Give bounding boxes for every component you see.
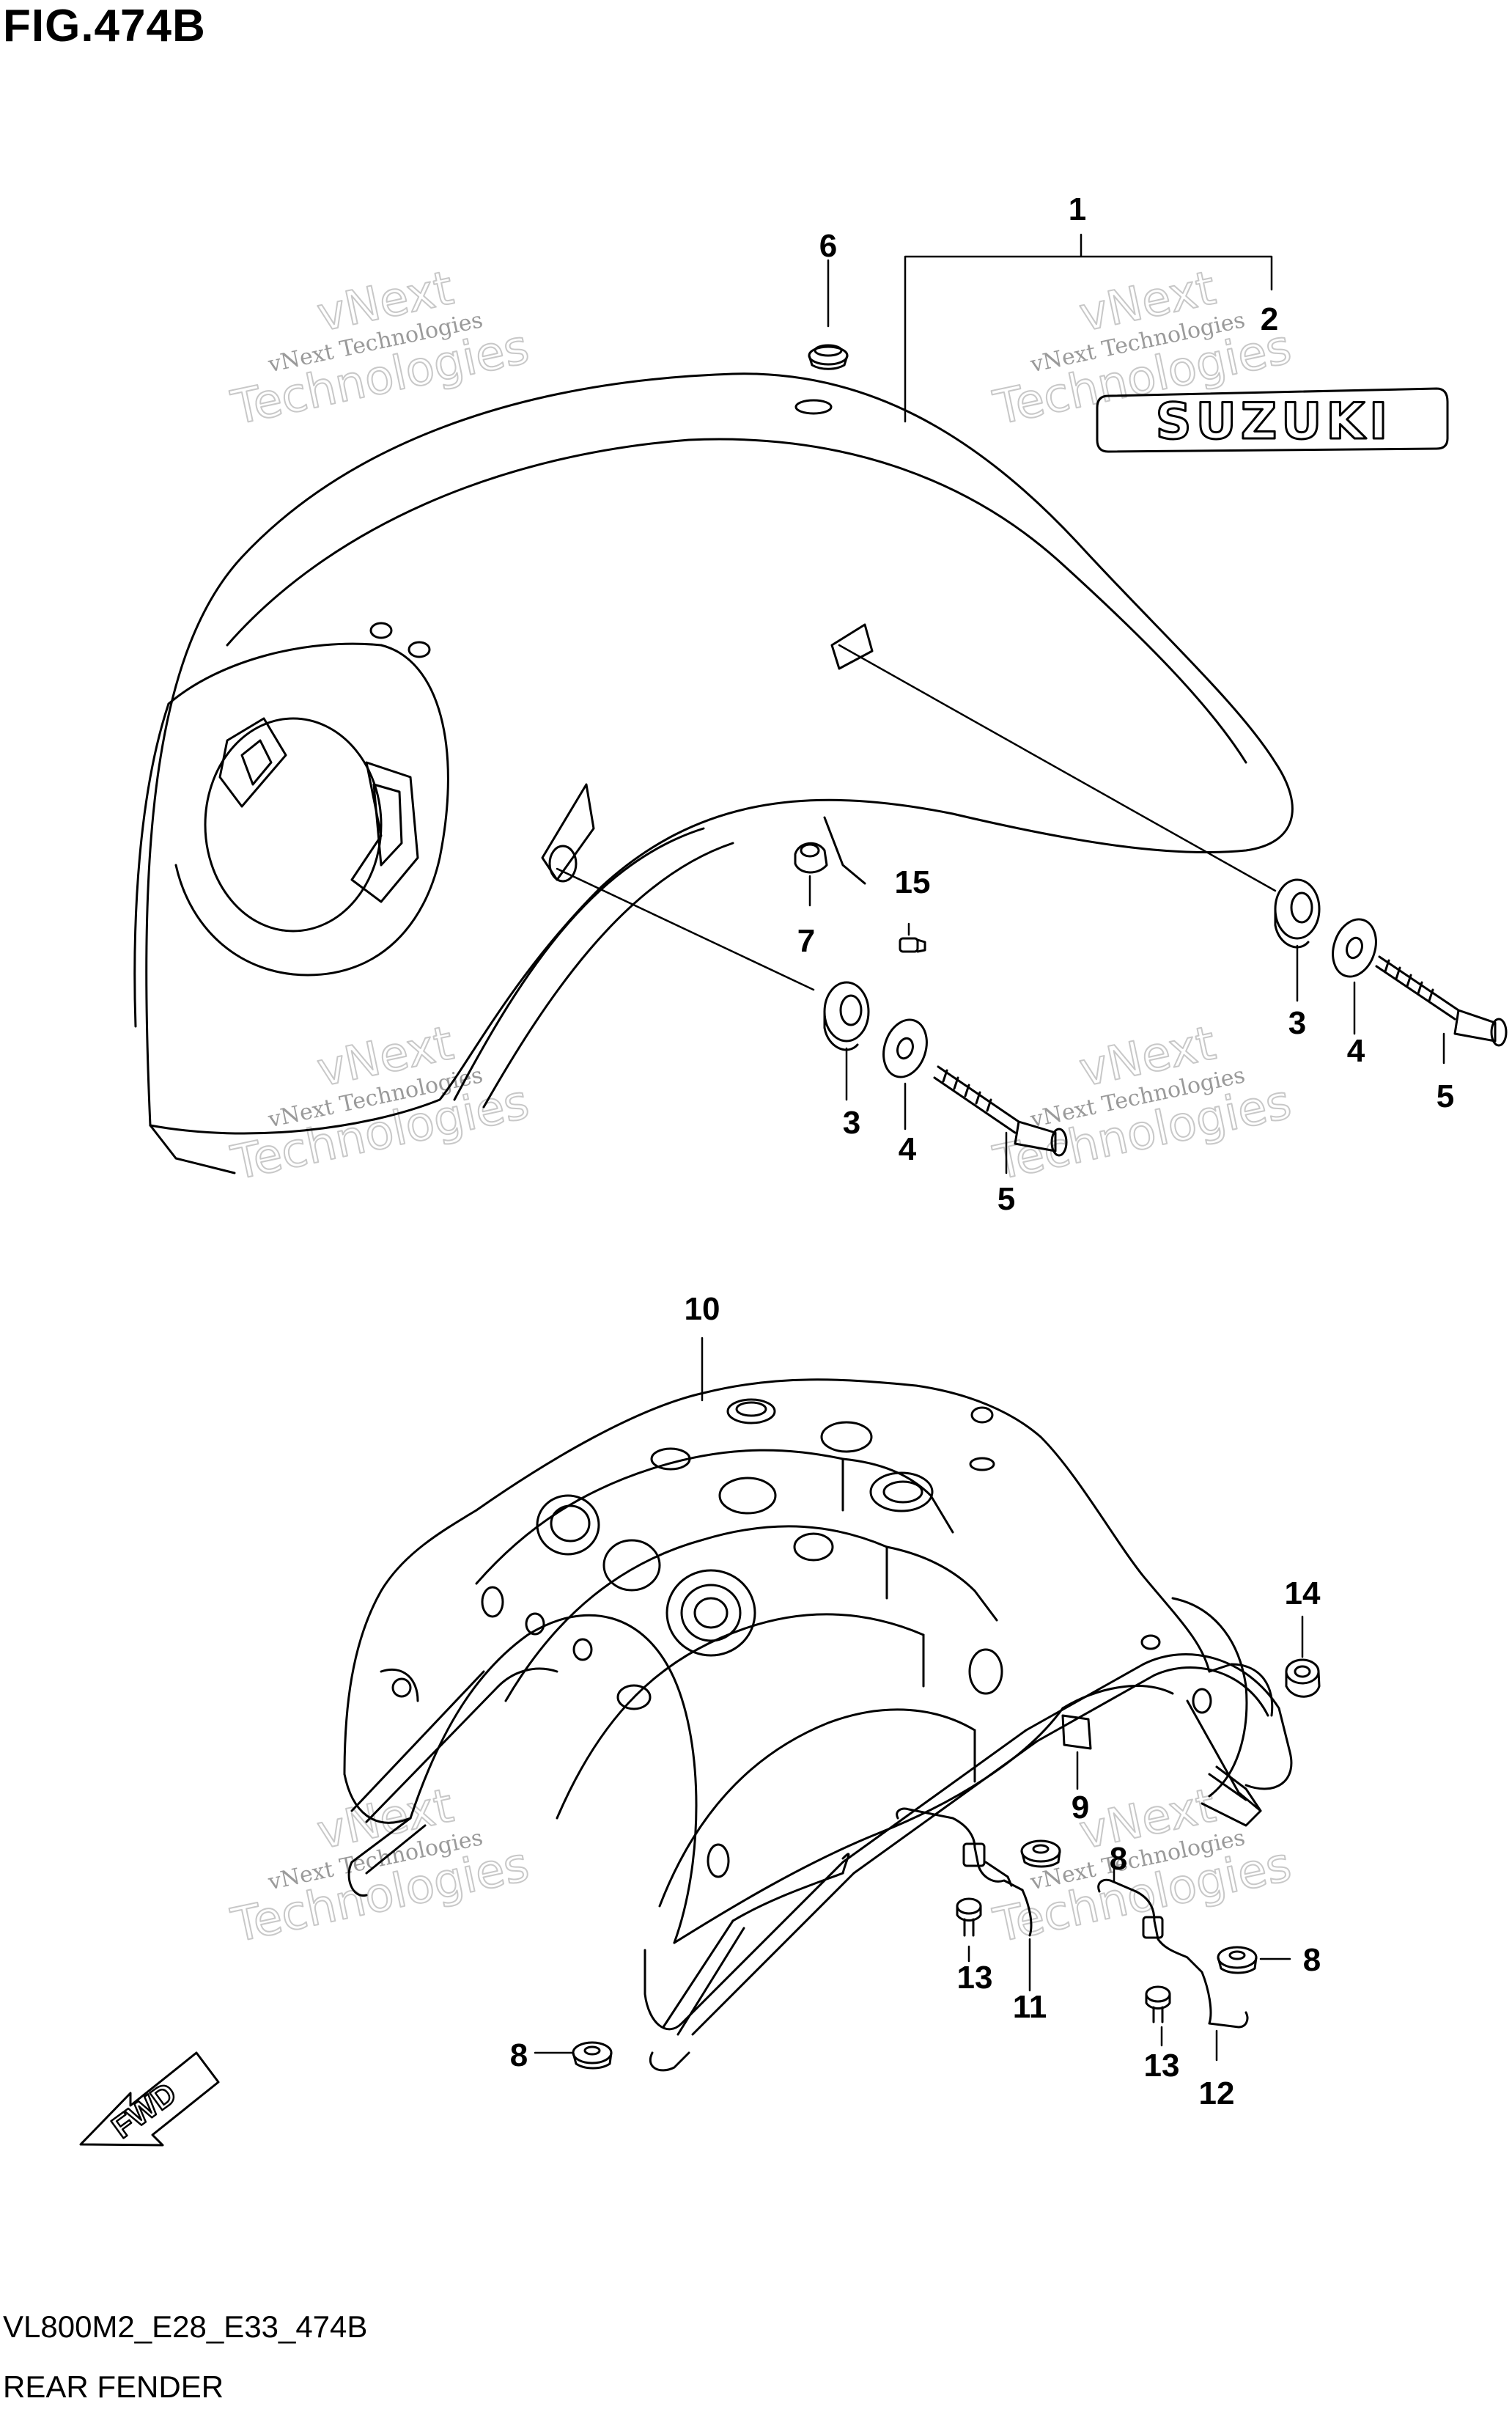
nut-part-14 <box>1285 1658 1321 1698</box>
bolt-part-5-right <box>1375 955 1508 1047</box>
callout-9: 9 <box>1072 1790 1089 1826</box>
cushion-part-3-right <box>1274 878 1321 949</box>
callout-6: 6 <box>819 228 837 264</box>
callout-1: 1 <box>1069 191 1086 227</box>
diagram-code: VL800M2_E28_E33_474B <box>3 2309 368 2344</box>
callout-3-left: 3 <box>843 1105 860 1141</box>
washer-part-4-right <box>1332 918 1377 978</box>
callout-8-center: 8 <box>1110 1841 1127 1877</box>
bolt-part-13-left <box>956 1897 982 1937</box>
leader-lines-lower <box>534 1337 1304 2062</box>
callout-3-right: 3 <box>1288 1005 1306 1041</box>
bolt-part-15 <box>899 937 926 953</box>
forward-direction-arrow: FWD <box>79 2051 220 2147</box>
callout-11: 11 <box>1013 1989 1047 2025</box>
grommet-part-6 <box>808 344 849 370</box>
figure-title: FIG.474B <box>3 1 206 51</box>
suzuki-emblem-part-2: SUZUKI <box>1096 387 1449 453</box>
callout-13-right: 13 <box>1144 2048 1180 2084</box>
callout-15: 15 <box>895 864 931 900</box>
bracket-part-11 <box>896 1807 1033 1937</box>
diagram-caption: REAR FENDER <box>3 2369 224 2404</box>
collar-part-7 <box>794 842 828 874</box>
callout-7: 7 <box>797 923 815 959</box>
leader-lines-parts <box>845 944 1445 1174</box>
callout-14: 14 <box>1285 1576 1321 1611</box>
callout-10: 10 <box>685 1291 720 1327</box>
callout-12: 12 <box>1199 2075 1235 2111</box>
label-part-9 <box>1061 1714 1092 1750</box>
callout-13-left: 13 <box>957 1960 993 1996</box>
clip-nut-part-8-right <box>1217 1946 1258 1974</box>
callout-8-left: 8 <box>510 2037 528 2073</box>
bracket-part-12 <box>1097 1878 1249 2029</box>
callout-4-right: 4 <box>1347 1033 1365 1069</box>
callout-5-right: 5 <box>1437 1078 1454 1114</box>
leader-lines-upper <box>556 233 1277 991</box>
rear-fender-brace-part-10 <box>343 1378 1274 2031</box>
washer-part-4-left <box>882 1018 928 1078</box>
frame-rail <box>347 1653 1293 2072</box>
clip-nut-part-8-center <box>1020 1839 1061 1868</box>
watermark-group: vNext vNext Technologies Technologies vN… <box>226 260 1297 1954</box>
callout-8-right: 8 <box>1303 1942 1321 1978</box>
clip-nut-part-8-left <box>572 2041 613 2070</box>
callout-5-left: 5 <box>997 1181 1015 1217</box>
rear-fender <box>133 372 1294 1174</box>
bolt-part-5-left <box>933 1065 1068 1157</box>
callout-4-left: 4 <box>899 1131 917 1167</box>
cushion-part-3-left <box>823 981 870 1051</box>
bolt-part-13-right <box>1145 1985 1171 2023</box>
suzuki-logo-text: SUZUKI <box>1156 393 1393 451</box>
callout-2: 2 <box>1261 301 1278 337</box>
